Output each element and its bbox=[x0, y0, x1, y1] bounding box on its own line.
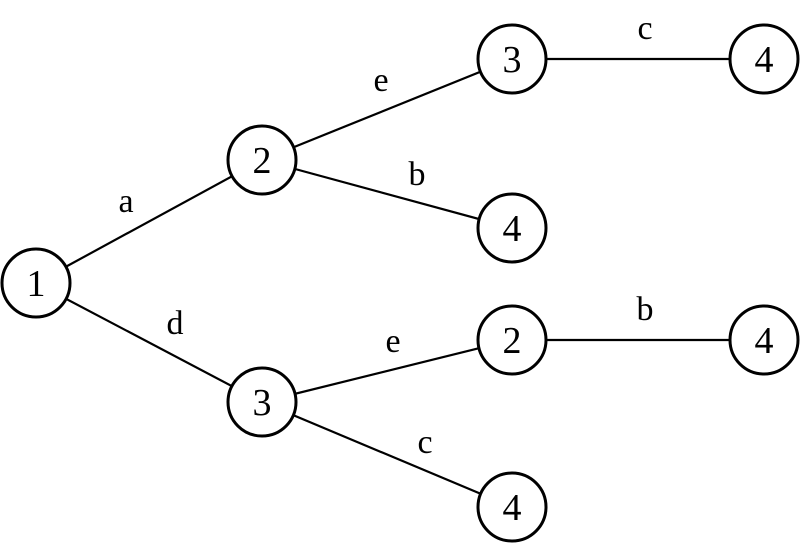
node-3-top: 3 bbox=[476, 23, 548, 95]
node-4-upper-mid: 4 bbox=[476, 192, 548, 264]
node-label-4-top-right: 4 bbox=[755, 39, 774, 81]
node-label-2-lower: 2 bbox=[503, 320, 522, 362]
edge-label-c-top: c bbox=[637, 10, 652, 47]
edge-2-4 bbox=[261, 158, 513, 230]
edge-label-d: d bbox=[167, 305, 184, 342]
edge-label-b-upper: b bbox=[409, 156, 426, 193]
edge-1-2 bbox=[35, 159, 263, 284]
node-1: 1 bbox=[0, 247, 72, 319]
edge-label-c-lower: c bbox=[417, 424, 432, 461]
node-2-upper: 2 bbox=[226, 124, 298, 196]
node-label-2-upper: 2 bbox=[253, 140, 272, 182]
node-label-1: 1 bbox=[27, 263, 46, 305]
edge-1-3 bbox=[35, 282, 263, 403]
edge-label-b-lower: b bbox=[637, 291, 654, 328]
edge-2-3 bbox=[261, 57, 513, 162]
edge-label-e-lower: e bbox=[385, 323, 400, 360]
node-3-lower: 3 bbox=[226, 366, 298, 438]
node-label-3-lower: 3 bbox=[253, 382, 272, 424]
edge-labels: a d e b c e c b bbox=[118, 10, 653, 461]
node-label-4-lower-right: 4 bbox=[755, 320, 774, 362]
edge-3-4-bottom bbox=[261, 400, 513, 509]
edge-3-2 bbox=[261, 338, 513, 404]
edge-label-e-upper: e bbox=[373, 62, 388, 99]
node-label-4-bottom: 4 bbox=[503, 487, 522, 529]
node-2-lower: 2 bbox=[476, 304, 548, 376]
edge-label-a: a bbox=[118, 183, 133, 220]
node-4-top-right: 4 bbox=[728, 23, 800, 95]
node-4-bottom: 4 bbox=[476, 471, 548, 543]
node-4-lower-right: 4 bbox=[728, 304, 800, 376]
node-label-4-upper-mid: 4 bbox=[503, 208, 522, 250]
nodes-layer: 1 2 3 4 4 3 2 4 bbox=[0, 23, 800, 543]
node-label-3-top: 3 bbox=[503, 39, 522, 81]
edges-layer bbox=[35, 57, 764, 509]
